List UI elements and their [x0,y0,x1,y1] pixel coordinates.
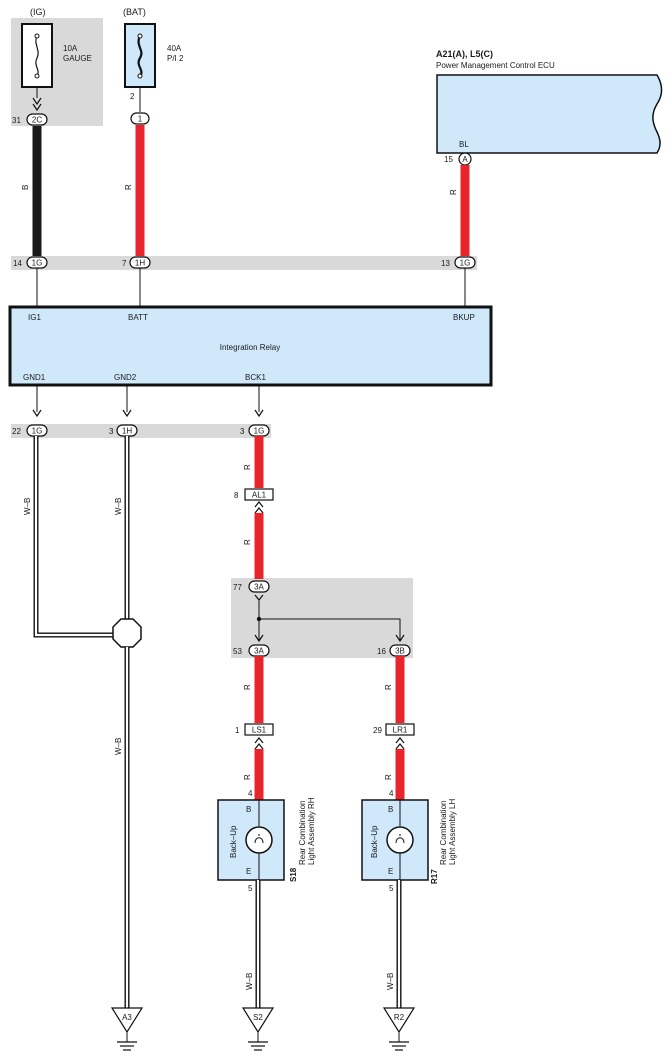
top-conn-1-pin: 14 [13,259,22,268]
top-connector-band [11,256,477,270]
ground-r2-icon [382,1007,416,1051]
svg-text:2C: 2C [32,116,42,125]
wire-gnd-merged-label: W–B [114,738,123,755]
lamp-rh-pin-in: 4 [248,789,253,798]
bat-fuse-connector [130,112,150,125]
ig-fuse-connector [26,113,48,126]
ig-fuse-icon [35,35,39,77]
ecu-name: Power Management Control ECU [436,61,555,70]
lamp-rh-pin-out: 5 [248,884,253,893]
relay-title: Integration Relay [220,343,280,352]
wire-a1-label: R [243,684,252,690]
bottom-conn-1-pin: 22 [12,427,21,436]
svg-text:AL1: AL1 [252,491,267,500]
wire-ecu-label: R [449,189,458,195]
svg-text:1G: 1G [32,259,43,268]
ig-fuse-name: GAUGE [63,54,92,63]
wire-gnd1 [33,436,116,638]
lr1-connector [385,723,415,736]
junction-in-connector [248,580,270,593]
bottom-connector-band [11,424,271,438]
bat-fuse-header: (BAT) [123,7,146,17]
lr1-pin: 29 [373,726,382,735]
wire-bck-2-label: R [243,539,252,545]
wire-bat-label: R [124,184,133,190]
wire-b2-label: R [384,774,393,780]
lamp-lh-pin-b: B [388,805,393,814]
bat-fuse-name: P/I 2 [167,54,184,63]
lamp-lh-code: R17 [430,869,439,884]
ls1-pin: 1 [235,726,240,735]
lamp-rh-pin-e: E [246,867,251,876]
relay-pin-bkup: BKUP [453,313,475,322]
ecu-pin: 15 [444,155,453,164]
svg-text:1G: 1G [254,427,265,436]
svg-text:1H: 1H [122,427,132,436]
junction-out-b-pin: 16 [377,647,386,656]
al1-connector [244,488,274,501]
ground-r2-label: R2 [394,1013,405,1022]
svg-text:3B: 3B [395,647,405,656]
lamp-lh-name2: Light Assembly LH [448,799,457,865]
ig-fuse-header: (IG) [30,7,46,17]
svg-text:1H: 1H [135,259,145,268]
ecu-box [436,74,663,154]
relay-pin-gnd1: GND1 [23,373,46,382]
wire-gnd1-label: W–B [23,498,32,515]
wire-gnd2-label: W–B [114,498,123,515]
svg-text:LS1: LS1 [252,726,267,735]
svg-text:1G: 1G [460,259,471,268]
lamp-rh-pin-b: B [246,805,251,814]
lamp-rh-name1: Rear Combination [298,801,307,865]
bat-fuse-icon [137,35,143,77]
svg-text:1G: 1G [32,427,43,436]
lamp-rh-bulb: Back–Up [229,825,238,858]
lamp-lh-pin-out: 5 [389,884,394,893]
ig-fuse-pin: 31 [12,116,21,125]
relay-pin-batt: BATT [128,313,148,322]
relay-pin-gnd2: GND2 [114,373,137,382]
svg-text:3A: 3A [254,583,264,592]
lamp-lh-name1: Rear Combination [439,801,448,865]
junction-in-pin: 77 [233,583,242,592]
bottom-conn-2-pin: 3 [109,427,114,436]
ground-a3-label: A3 [122,1013,132,1022]
svg-text:LR1: LR1 [393,726,408,735]
lamp-lh-bulb: Back–Up [370,825,379,858]
bottom-conn-3-pin: 3 [240,427,245,436]
integration-relay-box [8,305,493,387]
ground-splice-node [112,618,142,648]
wire-a2-label: R [243,774,252,780]
svg-text:A: A [462,155,468,164]
lamp-lh-bulb-icon [386,826,414,854]
ls1-connector [244,723,274,736]
wire-lh-ground-label: W–B [386,973,395,990]
wire-b1-label: R [384,684,393,690]
relay-pin-ig1: IG1 [28,313,41,322]
ground-a3-icon [110,1007,144,1051]
relay-pin-bck1: BCK1 [245,373,266,382]
lamp-rh-code: S18 [289,867,298,882]
bat-fuse-pin: 2 [130,92,135,101]
top-conn-3-pin: 13 [441,259,450,268]
lamp-lh-pin-in: 4 [389,789,394,798]
wire-bck-1-label: R [243,464,252,470]
lamp-rh-name2: Light Assembly RH [307,797,316,865]
svg-text:3A: 3A [254,647,264,656]
top-conn-2-pin: 7 [122,259,127,268]
wire-rh-ground-label: W–B [245,973,254,990]
junction-out-a-pin: 53 [233,647,242,656]
lamp-lh-pin-e: E [388,867,393,876]
bat-fuse-rating: 40A [167,44,182,53]
al1-pin: 8 [234,491,239,500]
wire-ig-label: B [21,185,30,190]
ecu-code: A21(A), L5(C) [436,49,493,59]
svg-text:1: 1 [138,115,143,124]
ground-s2-icon [241,1007,275,1051]
lamp-rh-bulb-icon [245,826,273,854]
ground-s2-label: S2 [253,1013,263,1022]
ig-fuse-rating: 10A [63,44,78,53]
ecu-pin-name: BL [459,140,469,149]
